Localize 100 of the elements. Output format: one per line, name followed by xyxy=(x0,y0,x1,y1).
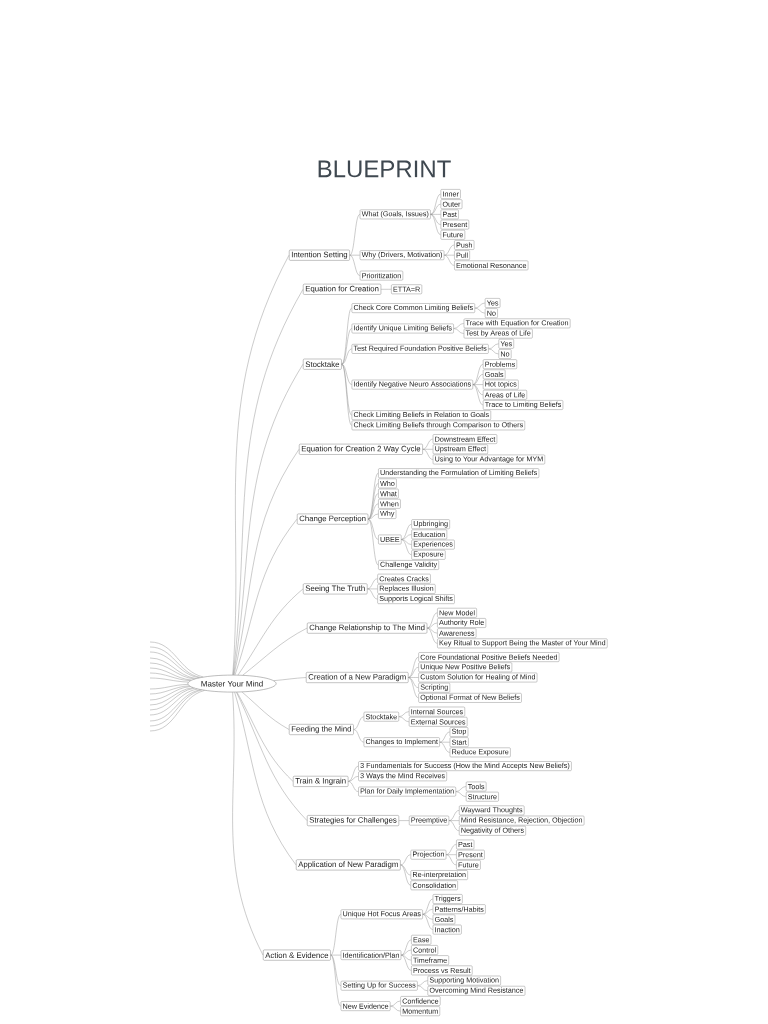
branch-line xyxy=(422,908,434,915)
branch-line xyxy=(439,741,450,753)
branch-line xyxy=(453,323,464,329)
branch-line xyxy=(427,612,438,629)
branch-line xyxy=(233,449,300,676)
branch-line xyxy=(430,214,441,235)
branch-line xyxy=(448,820,460,821)
branch-line xyxy=(348,781,359,792)
branch-line xyxy=(422,898,434,915)
branch-line xyxy=(368,513,379,520)
branch-line xyxy=(400,854,411,866)
branch-line xyxy=(368,472,379,520)
branch-line xyxy=(341,348,352,365)
branch-line xyxy=(448,820,460,831)
branch-line xyxy=(472,363,484,385)
branch-line xyxy=(401,534,412,540)
branch-line xyxy=(430,214,441,225)
branch-line xyxy=(390,1000,401,1007)
branch-line xyxy=(149,686,191,701)
branch-line xyxy=(446,854,457,866)
branch-line xyxy=(427,627,438,644)
branch-line xyxy=(341,363,352,416)
branch-line xyxy=(149,687,194,706)
branch-line xyxy=(430,193,441,215)
branch-line xyxy=(400,864,411,876)
branch-line xyxy=(149,688,198,716)
branch-line xyxy=(232,254,290,676)
branch-line xyxy=(149,662,195,680)
branch-line xyxy=(455,786,467,792)
branch-line xyxy=(348,776,359,782)
branch-line xyxy=(368,503,379,520)
branch-line xyxy=(448,810,460,821)
branch-line xyxy=(349,254,361,256)
branch-line xyxy=(439,731,450,743)
branch-line xyxy=(341,363,352,426)
branch-line xyxy=(472,384,484,395)
branch-line xyxy=(408,677,419,699)
branch-line xyxy=(398,820,410,821)
branch-line xyxy=(430,203,441,215)
branch-line xyxy=(400,949,412,956)
branch-line xyxy=(422,914,434,920)
branch-line xyxy=(398,711,410,717)
branch-line xyxy=(242,627,308,676)
branch-line xyxy=(401,523,412,540)
branch-line xyxy=(353,729,364,743)
branch-line xyxy=(417,985,428,992)
branch-line xyxy=(444,244,455,256)
branch-line xyxy=(348,765,359,782)
branch-line xyxy=(446,854,457,855)
branch-line xyxy=(149,657,197,679)
branch-line xyxy=(330,954,341,986)
branch-line xyxy=(444,254,455,266)
branch-line xyxy=(367,588,378,600)
branch-line xyxy=(474,307,486,314)
branch-line xyxy=(472,384,484,385)
branch-line xyxy=(149,672,191,681)
branch-line xyxy=(408,677,419,688)
branch-line xyxy=(472,384,484,406)
branch-line xyxy=(401,539,412,545)
branch-line xyxy=(439,741,450,743)
branch-line xyxy=(398,716,410,722)
branch-line xyxy=(488,348,499,355)
branch-line xyxy=(367,578,378,590)
branch-line xyxy=(417,980,428,986)
branch-line xyxy=(427,622,438,629)
branch-line xyxy=(455,791,467,797)
branch-line xyxy=(422,914,434,930)
central-topic: Master Your Mind xyxy=(187,674,277,693)
branch-line xyxy=(330,914,341,956)
branch-line xyxy=(237,588,304,676)
branch-line xyxy=(444,254,455,256)
branch-line xyxy=(453,328,464,334)
branch-line xyxy=(330,954,341,1007)
branch-line xyxy=(446,844,457,855)
branch-line xyxy=(234,518,298,676)
branch-line xyxy=(234,692,297,866)
branch-line xyxy=(400,864,411,886)
branch-line xyxy=(241,691,290,730)
branch-line xyxy=(149,685,190,695)
branch-line xyxy=(474,302,486,309)
branch-line xyxy=(349,214,361,256)
branch-line xyxy=(422,438,434,450)
branch-line xyxy=(236,692,294,782)
branch-line xyxy=(422,449,434,450)
branch-line xyxy=(408,667,419,678)
branch-line xyxy=(232,692,264,956)
branch-line xyxy=(368,518,379,566)
branch-line xyxy=(149,684,189,690)
branch-line xyxy=(390,1005,401,1012)
branch-line xyxy=(401,539,412,555)
branch-line xyxy=(353,716,364,730)
branch-line xyxy=(408,677,419,678)
branch-line xyxy=(408,656,419,678)
branch-line xyxy=(236,692,308,821)
branch-line xyxy=(430,214,441,215)
title: BLUEPRINT xyxy=(318,160,451,178)
branch-line xyxy=(488,343,499,350)
branch-line xyxy=(341,363,352,385)
branch-line xyxy=(233,363,304,676)
branch-line xyxy=(149,667,192,681)
